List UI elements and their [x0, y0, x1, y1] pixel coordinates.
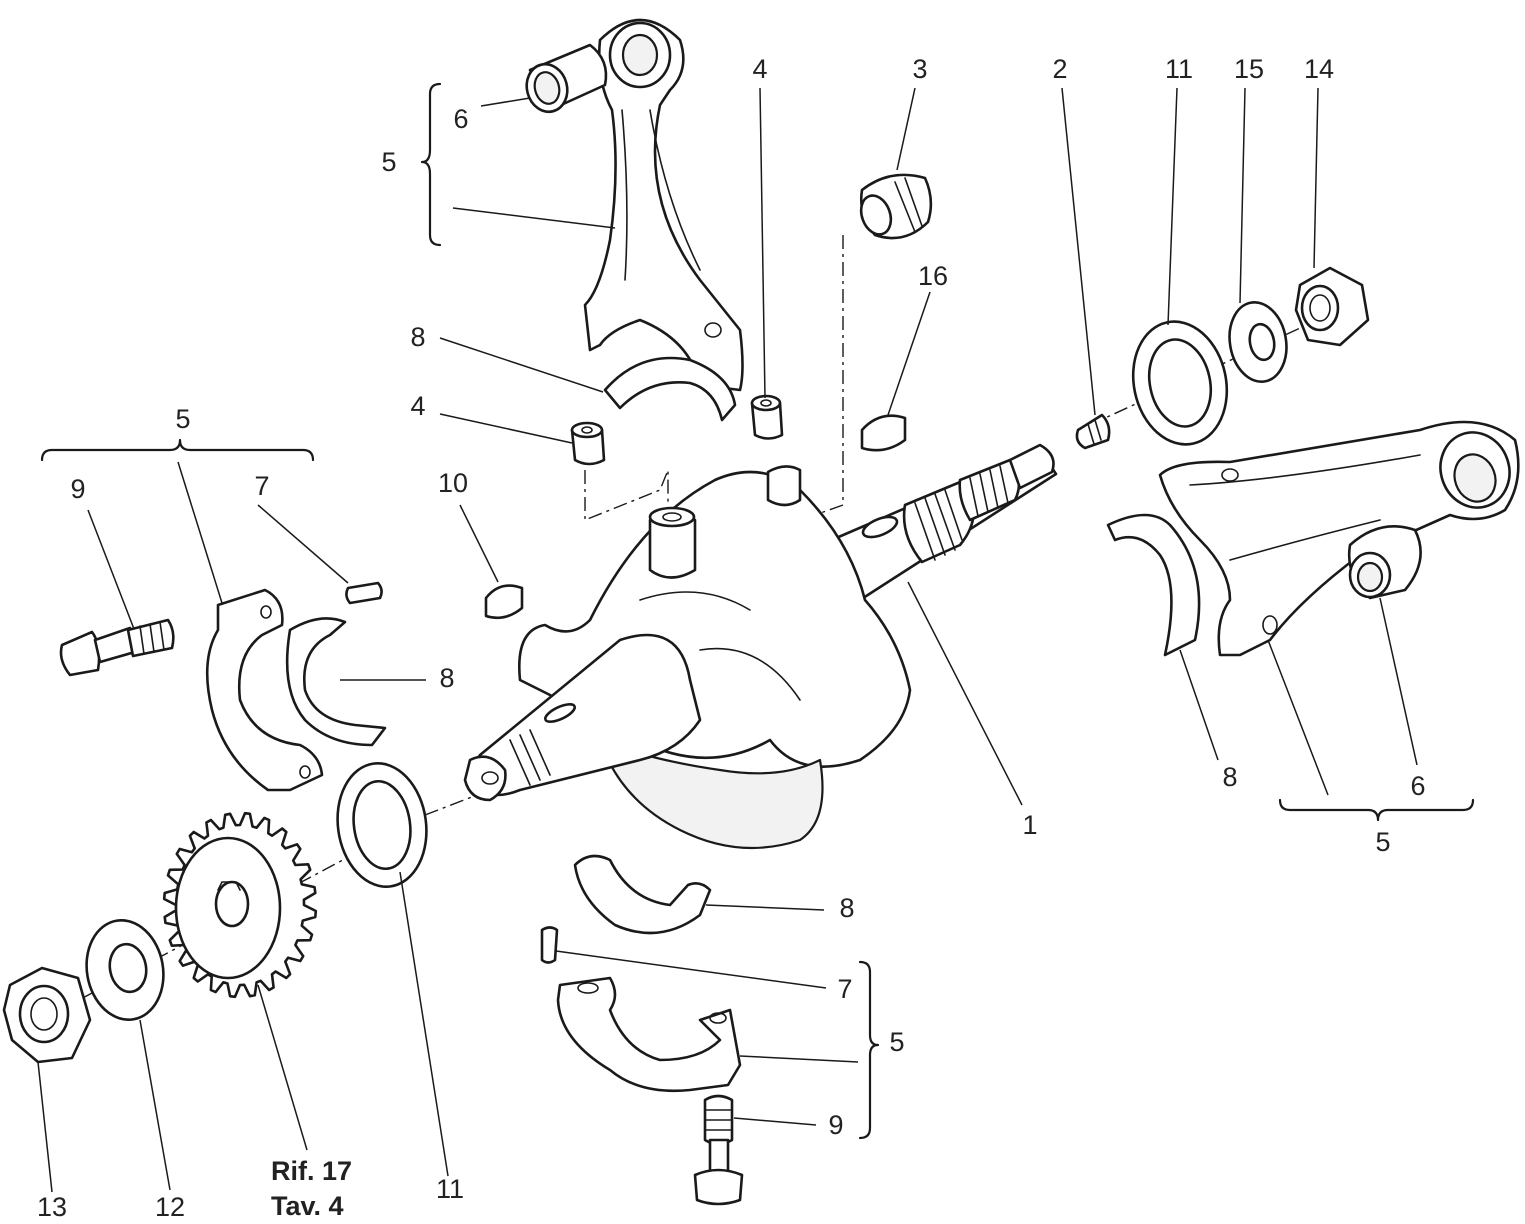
callout-bearing-top: 8 — [410, 322, 425, 352]
callout-bearing-left: 8 — [439, 663, 454, 693]
thrust-washer-left — [336, 761, 428, 889]
callout-bearing-right: 8 — [1222, 762, 1237, 792]
big-end-bearing-shell-left — [285, 617, 387, 747]
callout-bolt-left: 9 — [70, 474, 85, 504]
callout-conrod-top-group: 5 — [381, 147, 396, 177]
small-end-bush-top — [525, 43, 608, 114]
big-end-bearing-shell-top — [603, 356, 737, 422]
callout-nut-right: 14 — [1304, 54, 1334, 84]
bearing-cap-bottom — [556, 976, 742, 1093]
callout-grub-screw: 2 — [1052, 54, 1067, 84]
small-end-bush-right — [1347, 525, 1422, 600]
callout-right-group: 5 — [1375, 827, 1390, 857]
dowel-pin-bottom — [540, 926, 559, 964]
brace-left-group — [40, 438, 315, 462]
cap-bolt-left — [59, 618, 175, 677]
dowel-pin-left — [345, 581, 383, 605]
reference-line-1: Rif. 17 — [271, 1156, 352, 1186]
stud-lower — [570, 421, 606, 466]
callout-bearing-bottom: 8 — [839, 893, 854, 923]
lock-washer-left — [85, 919, 165, 1021]
callout-thrust-washer-left: 11 — [436, 1174, 464, 1204]
callout-labels: 5 6 4 3 2 11 15 14 16 8 4 10 5 9 7 8 1 8… — [37, 54, 1426, 1222]
cap-bolt-bottom — [693, 1094, 744, 1206]
callout-bolt-bottom: 9 — [828, 1110, 843, 1140]
braces — [40, 82, 1475, 1140]
timing-gear — [162, 811, 318, 999]
callout-left-group: 5 — [175, 404, 190, 434]
callout-plug: 3 — [912, 54, 927, 84]
callout-pin-left: 7 — [254, 471, 269, 501]
leader-lines — [37, 87, 1418, 1193]
big-end-bearing-shell-right — [1106, 513, 1201, 657]
bearing-cap-left — [205, 588, 324, 792]
brace-top-group — [420, 82, 442, 247]
connecting-rod-top — [583, 18, 744, 392]
callout-key-left: 10 — [438, 468, 468, 498]
callout-key-right: 16 — [918, 261, 948, 291]
callout-crankshaft: 1 — [1022, 810, 1037, 840]
callout-stud-lower: 4 — [410, 391, 425, 421]
callout-bush-right: 6 — [1410, 771, 1425, 801]
woodruff-key-right — [860, 414, 907, 452]
brace-bottom-group — [858, 960, 880, 1140]
callout-bottom-group: 5 — [889, 1027, 904, 1057]
stud-upper — [750, 394, 784, 440]
reference-line-2: Tav. 4 — [271, 1191, 344, 1221]
callout-lock-washer-left: 12 — [155, 1192, 185, 1222]
grub-screw — [1075, 413, 1111, 450]
callout-thrust-washer-right: 11 — [1165, 54, 1193, 84]
nut-right — [1294, 266, 1370, 347]
big-end-bearing-shell-bottom — [573, 854, 712, 935]
callout-stud-upper: 4 — [752, 54, 767, 84]
plug — [859, 173, 933, 240]
callout-pin-bottom: 7 — [837, 974, 852, 1004]
connecting-rod-right — [1158, 420, 1520, 657]
woodruff-key-left — [484, 584, 524, 620]
crankshaft — [463, 443, 1058, 850]
lock-washer-right — [1228, 301, 1288, 383]
thrust-washer-right — [1131, 320, 1229, 446]
callout-bush-top: 6 — [453, 104, 468, 134]
brace-right-group — [1278, 798, 1475, 822]
callout-lock-washer-right: 15 — [1234, 54, 1264, 84]
nut-left — [2, 966, 92, 1064]
callout-nut-left: 13 — [37, 1192, 67, 1222]
